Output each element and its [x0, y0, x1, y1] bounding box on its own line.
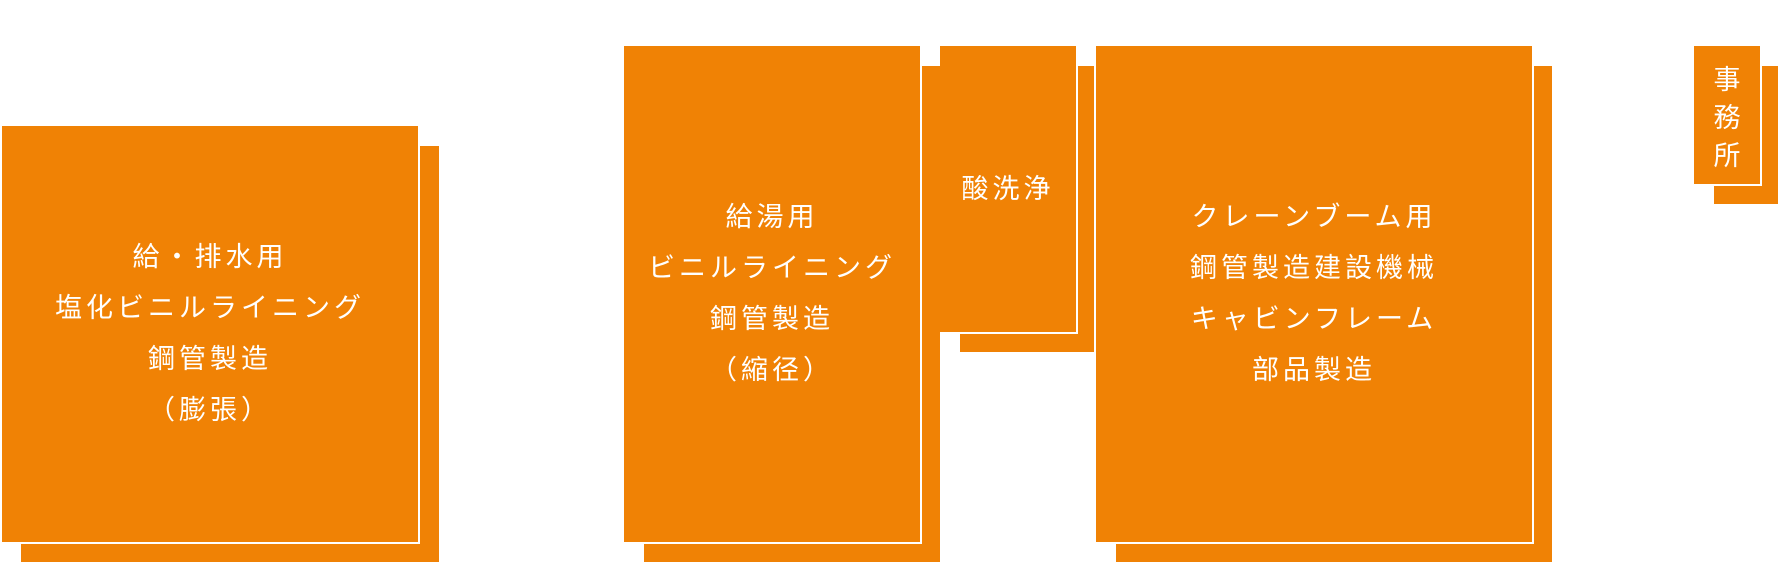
block-face: 酸洗浄	[940, 46, 1078, 334]
block-line: 鋼管製造	[710, 304, 834, 335]
block-line: 酸洗浄	[961, 174, 1055, 205]
block-line: （縮径）	[710, 355, 834, 386]
block-face: 給湯用 ビニルライニング 鋼管製造 （縮径）	[624, 46, 922, 544]
block-line: 給湯用	[725, 202, 819, 233]
block-line: クレーンブーム用	[1191, 202, 1437, 233]
block-line: 塩化ビニルライニング	[55, 293, 365, 324]
block-face: 事 務 所	[1694, 46, 1762, 186]
block-line: 務	[1713, 103, 1741, 134]
block-line: キャビンフレーム	[1190, 304, 1438, 335]
block-face: 給・排水用 塩化ビニルライニング 鋼管製造 （膨張）	[2, 126, 420, 544]
block-line: 給・排水用	[132, 242, 288, 273]
block-face: クレーンブーム用 鋼管製造建設機械 キャビンフレーム 部品製造	[1096, 46, 1534, 544]
block-line: 鋼管製造	[148, 344, 272, 375]
block-line: （膨張）	[148, 395, 272, 426]
block-line: ビニルライニング	[648, 253, 896, 284]
block-line: 部品製造	[1252, 355, 1376, 386]
block-line: 鋼管製造建設機械	[1190, 253, 1438, 284]
block-line: 所	[1713, 141, 1741, 172]
block-line: 事	[1713, 65, 1741, 96]
